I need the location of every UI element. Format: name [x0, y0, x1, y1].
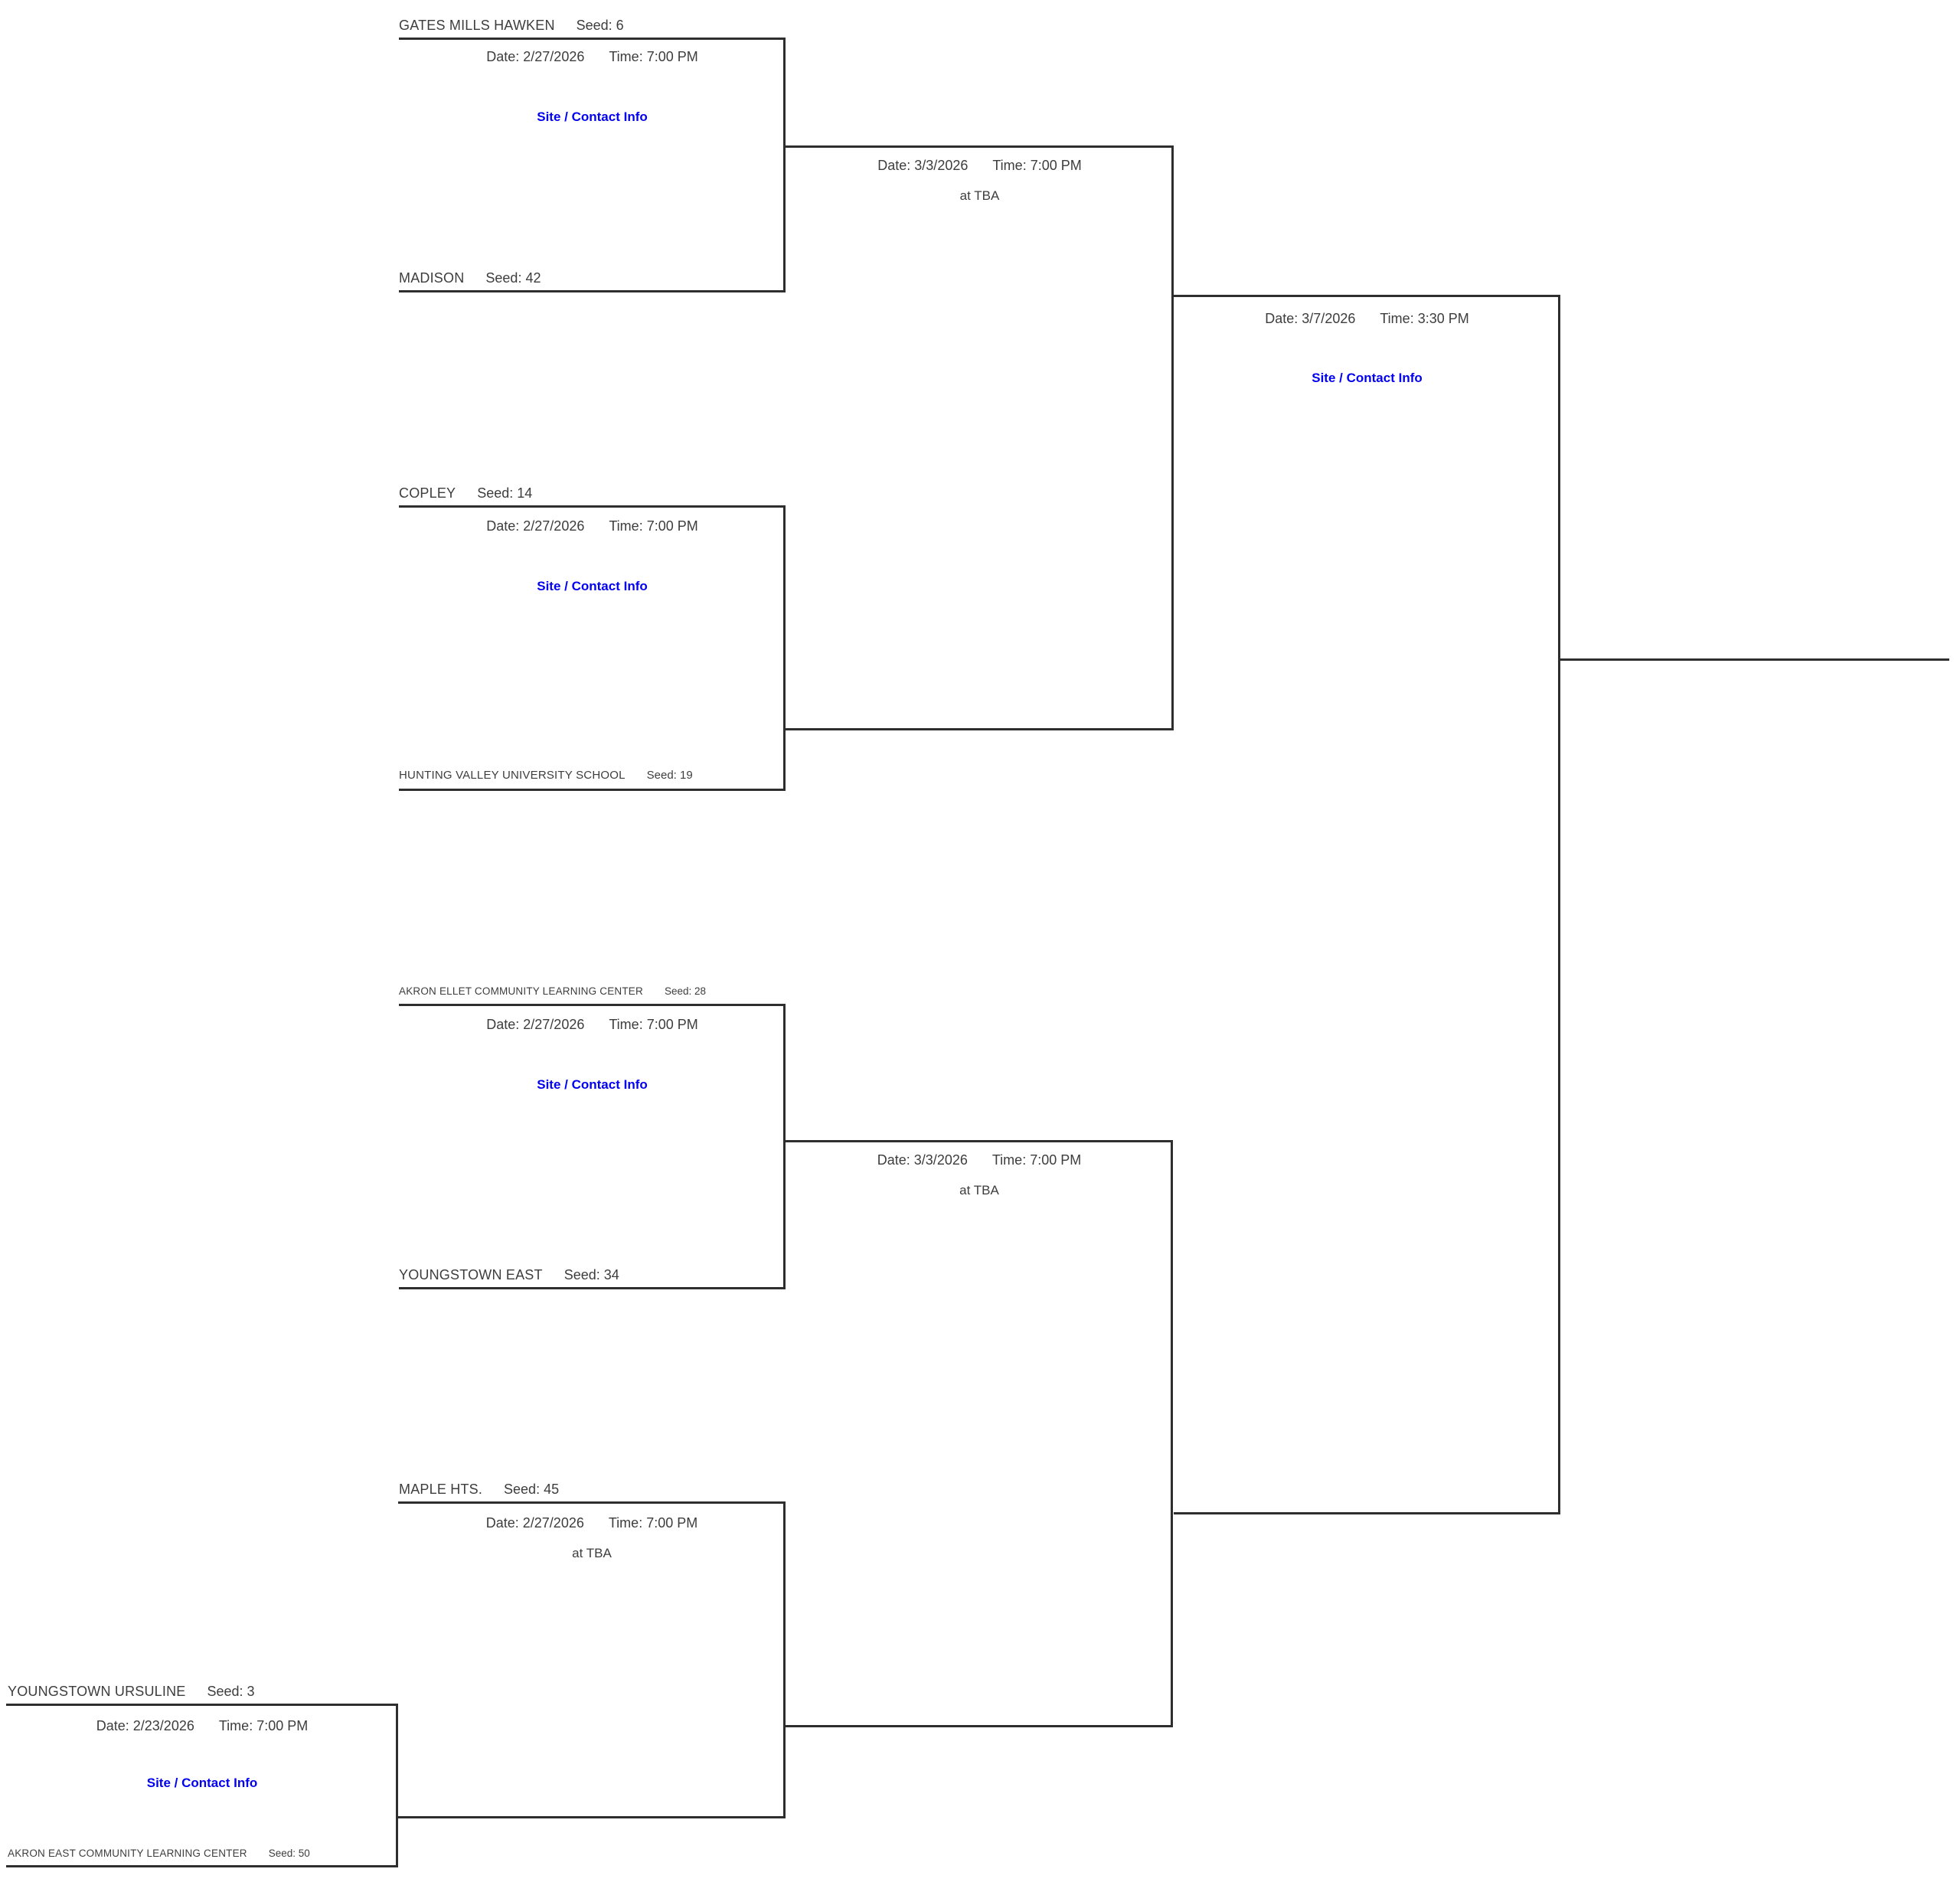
- game-datetime: Date: 2/27/2026 Time: 7:00 PM: [399, 48, 786, 65]
- team-row: MADISON Seed: 42: [399, 270, 541, 286]
- team-name: AKRON EAST COMMUNITY LEARNING CENTER: [8, 1848, 247, 1859]
- team-seed: Seed: 34: [564, 1267, 619, 1282]
- team-name: MAPLE HTS.: [399, 1482, 483, 1497]
- game-info-playin: Date: 2/23/2026 Time: 7:00 PM Site / Con…: [6, 1668, 398, 1867]
- game-time: Time: 3:30 PM: [1380, 311, 1469, 326]
- game-info-r1g4: Date: 2/27/2026 Time: 7:00 PM at TBA: [398, 1465, 786, 1818]
- game-date: Date: 3/3/2026: [877, 158, 969, 173]
- game-date: Date: 2/27/2026: [485, 1515, 584, 1531]
- team-name: YOUNGSTOWN URSULINE: [8, 1684, 186, 1699]
- team-name: YOUNGSTOWN EAST: [399, 1267, 543, 1282]
- site-contact-link[interactable]: Site / Contact Info: [537, 579, 648, 593]
- bracket-line-r1g2-top: [399, 505, 786, 508]
- team-row: GATES MILLS HAWKEN Seed: 6: [399, 17, 624, 34]
- team-row: YOUNGSTOWN URSULINE Seed: 3: [8, 1683, 255, 1700]
- bracket-line-final-right: [1558, 295, 1560, 1514]
- bracket-line-r1g4-right: [783, 1501, 786, 1818]
- bracket-line-r2g2-top: [786, 1140, 1173, 1142]
- game-datetime: Date: 3/3/2026 Time: 7:00 PM: [786, 1152, 1173, 1168]
- game-date: Date: 2/23/2026: [96, 1718, 194, 1733]
- team-seed: Seed: 3: [207, 1684, 255, 1699]
- bracket-line-r1g2-bottom: [399, 789, 786, 791]
- game-time: Time: 7:00 PM: [991, 1152, 1082, 1168]
- game-info-r1g2: Date: 2/27/2026 Time: 7:00 PM Site / Con…: [399, 469, 786, 790]
- site-contact-link[interactable]: Site / Contact Info: [1312, 371, 1423, 385]
- team-name: GATES MILLS HAWKEN: [399, 18, 555, 33]
- site-contact-link[interactable]: Site / Contact Info: [537, 1077, 648, 1092]
- game-datetime: Date: 2/27/2026 Time: 7:00 PM: [399, 518, 786, 534]
- bracket-line-champion: [1560, 658, 1949, 661]
- team-seed: Seed: 28: [664, 985, 707, 997]
- game-date: Date: 3/7/2026: [1265, 311, 1356, 326]
- bracket-line-r2g2-right: [1171, 1140, 1173, 1727]
- game-site: at TBA: [959, 1183, 999, 1197]
- team-name: MADISON: [399, 270, 465, 286]
- team-seed: Seed: 19: [646, 769, 693, 782]
- team-row: MAPLE HTS. Seed: 45: [399, 1481, 559, 1498]
- game-datetime: Date: 2/23/2026 Time: 7:00 PM: [6, 1717, 398, 1734]
- team-seed: Seed: 6: [576, 18, 624, 33]
- bracket-line-r1g2-right: [783, 505, 786, 791]
- bracket-line-playin-right: [396, 1704, 398, 1867]
- game-date: Date: 2/27/2026: [486, 518, 585, 534]
- game-info-r1g3: Date: 2/27/2026 Time: 7:00 PM Site / Con…: [399, 968, 786, 1289]
- team-name: AKRON ELLET COMMUNITY LEARNING CENTER: [399, 985, 643, 997]
- bracket-line-r2g1-bottom: [786, 728, 1174, 730]
- bracket-line-r1g4-top: [398, 1501, 786, 1504]
- bracket-line-r1g3-top: [399, 1004, 786, 1006]
- bracket-line-playin-bottom: [6, 1865, 398, 1867]
- team-row: YOUNGSTOWN EAST Seed: 34: [399, 1266, 619, 1283]
- game-info-final: Date: 3/7/2026 Time: 3:30 PM Site / Cont…: [1174, 261, 1560, 1512]
- team-seed: Seed: 42: [485, 270, 541, 286]
- game-info-r1g1: Date: 2/27/2026 Time: 7:00 PM Site / Con…: [399, 0, 786, 292]
- bracket-line-r1g3-right: [783, 1004, 786, 1289]
- bracket-line-r2g1-top: [786, 145, 1174, 148]
- bracket-line-final-bottom: [1174, 1512, 1560, 1514]
- site-contact-link[interactable]: Site / Contact Info: [537, 109, 648, 124]
- game-date: Date: 3/3/2026: [877, 1152, 968, 1168]
- game-time: Time: 7:00 PM: [992, 158, 1082, 173]
- game-info-r2g2: Date: 3/3/2026 Time: 7:00 PM at TBA: [786, 1103, 1173, 1725]
- team-row: COPLEY Seed: 14: [399, 485, 532, 502]
- team-seed: Seed: 45: [504, 1482, 560, 1497]
- bracket-line-r2g2-bottom: [786, 1725, 1173, 1727]
- bracket-line-final-top: [1174, 295, 1560, 297]
- game-datetime: Date: 3/3/2026 Time: 7:00 PM: [786, 157, 1174, 174]
- bracket-line-r2g1-right: [1171, 145, 1174, 730]
- game-time: Time: 7:00 PM: [608, 1515, 698, 1531]
- game-datetime: Date: 2/27/2026 Time: 7:00 PM: [398, 1514, 786, 1531]
- game-time: Time: 7:00 PM: [609, 1017, 698, 1032]
- bracket-line-playin-top: [6, 1704, 398, 1706]
- game-info-r2g1: Date: 3/3/2026 Time: 7:00 PM at TBA: [786, 108, 1174, 728]
- bracket-line-r1g3-bottom: [399, 1287, 786, 1289]
- team-seed: Seed: 14: [477, 485, 533, 501]
- team-name: HUNTING VALLEY UNIVERSITY SCHOOL: [399, 769, 626, 782]
- game-date: Date: 2/27/2026: [486, 1017, 585, 1032]
- game-datetime: Date: 2/27/2026 Time: 7:00 PM: [399, 1016, 786, 1033]
- game-datetime: Date: 3/7/2026 Time: 3:30 PM: [1174, 310, 1560, 327]
- game-date: Date: 2/27/2026: [486, 49, 585, 64]
- game-time: Time: 7:00 PM: [609, 518, 698, 534]
- team-row: AKRON EAST COMMUNITY LEARNING CENTER See…: [8, 1848, 310, 1860]
- team-row: AKRON ELLET COMMUNITY LEARNING CENTER Se…: [399, 985, 706, 998]
- game-site: at TBA: [959, 188, 1000, 203]
- game-time: Time: 7:00 PM: [218, 1718, 309, 1733]
- site-contact-link[interactable]: Site / Contact Info: [146, 1776, 258, 1790]
- bracket-line-r1g4-bottom: [398, 1816, 786, 1818]
- bracket-line-r1g1-top: [399, 38, 786, 40]
- team-name: COPLEY: [399, 485, 456, 501]
- team-seed: Seed: 50: [268, 1848, 310, 1859]
- bracket-line-r1g1-right: [783, 38, 786, 292]
- game-site: at TBA: [572, 1546, 612, 1560]
- game-time: Time: 7:00 PM: [609, 49, 698, 64]
- bracket-line-r1g1-bottom: [399, 290, 786, 292]
- team-row: HUNTING VALLEY UNIVERSITY SCHOOL Seed: 1…: [399, 769, 693, 783]
